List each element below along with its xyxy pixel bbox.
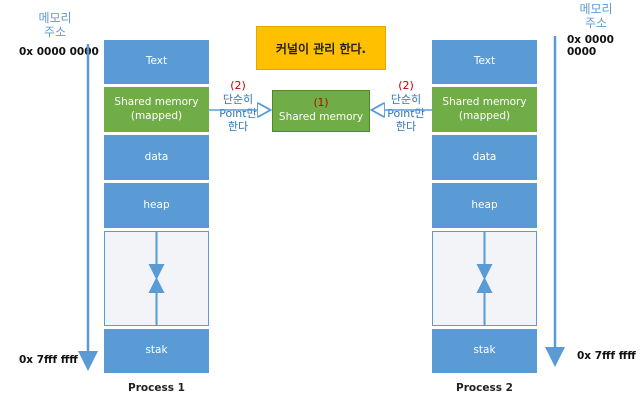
left-memory-label: 메모리 주소 <box>30 11 80 40</box>
left-note-line3: 한다 <box>227 120 249 134</box>
right-memory-label-line2: 주소 <box>584 16 608 31</box>
left-memory-label-line2: 주소 <box>43 25 67 40</box>
right-note-number: (2) <box>398 79 414 92</box>
left-note-number: (2) <box>230 79 246 92</box>
right-memory-label-line1: 메모리 <box>579 2 613 16</box>
shared-memory-label: Shared memory <box>278 111 364 123</box>
p1-shared-memory-segment: Shared memory (mapped) <box>104 87 209 132</box>
p1-text-segment: Text <box>104 40 209 84</box>
process-2-label: Process 2 <box>456 382 513 394</box>
right-note-line3: 한다 <box>395 120 417 134</box>
right-note-line1: 단순히 <box>390 92 422 106</box>
shared-memory-box: (1) Shared memory <box>272 90 370 132</box>
p1-data-segment: data <box>104 135 209 180</box>
right-address-top: 0x 0000 0000 <box>567 34 614 58</box>
kernel-managed-label: 커널이 관리 한다. <box>256 26 386 70</box>
p1-stack-segment: stak <box>104 329 209 373</box>
left-address-bottom: 0x 7fff ffff <box>19 354 78 366</box>
process-1-label: Process 1 <box>128 382 185 394</box>
p2-text-segment: Text <box>432 40 537 84</box>
shared-memory-number: (1) <box>313 97 329 110</box>
left-note-line1: 단순히 <box>222 92 254 106</box>
right-memory-label: 메모리 주소 <box>571 2 621 31</box>
left-address-top: 0x 0000 0000 <box>19 46 99 58</box>
p1-heap-segment: heap <box>104 183 209 228</box>
right-address-bottom: 0x 7fff ffff <box>577 350 636 362</box>
p2-stack-segment: stak <box>432 329 537 373</box>
p2-shared-memory-segment: Shared memory (mapped) <box>432 87 537 132</box>
left-memory-label-line1: 메모리 <box>38 11 72 25</box>
p2-data-segment: data <box>432 135 537 180</box>
p2-heap-segment: heap <box>432 183 537 228</box>
